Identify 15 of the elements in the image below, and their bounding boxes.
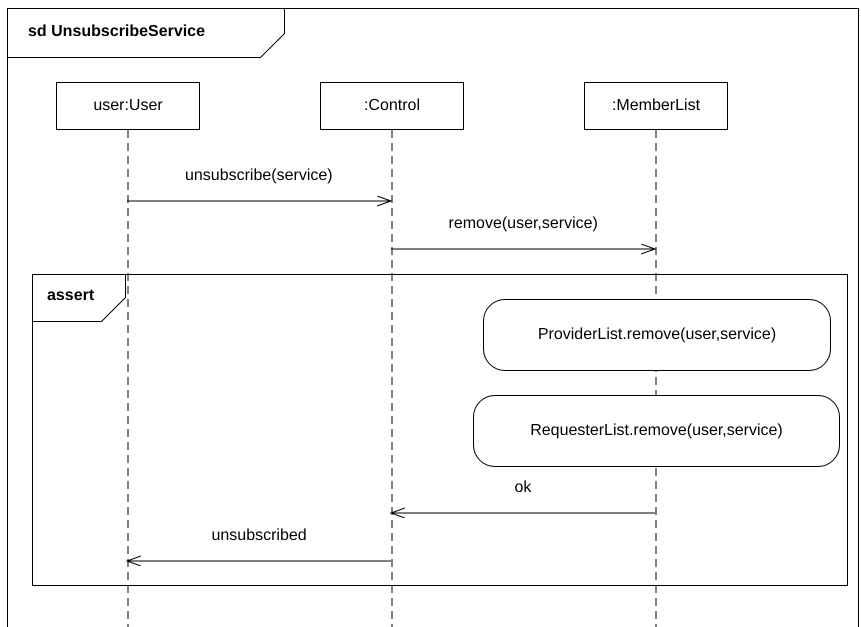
state-invariant: ProviderList.remove(user,service) [483,299,831,371]
lifeline-head: :MemberList [584,82,728,130]
combined-fragment [32,274,848,586]
message-arrow [390,244,656,254]
diagram-frame [7,8,859,627]
message-label: unsubscribe(service) [183,167,335,185]
state-invariant: RequesterList.remove(user,service) [473,395,840,467]
frame-label: sd UnsubscribeService [28,23,205,41]
message-label: remove(user,service) [446,215,600,233]
lifeline-head: user:User [56,82,200,130]
lifeline-head: :Control [320,82,464,130]
message-arrow [390,508,656,518]
message-arrow [126,556,392,566]
fragment-operator: assert [47,287,94,305]
message-arrow [126,196,392,206]
